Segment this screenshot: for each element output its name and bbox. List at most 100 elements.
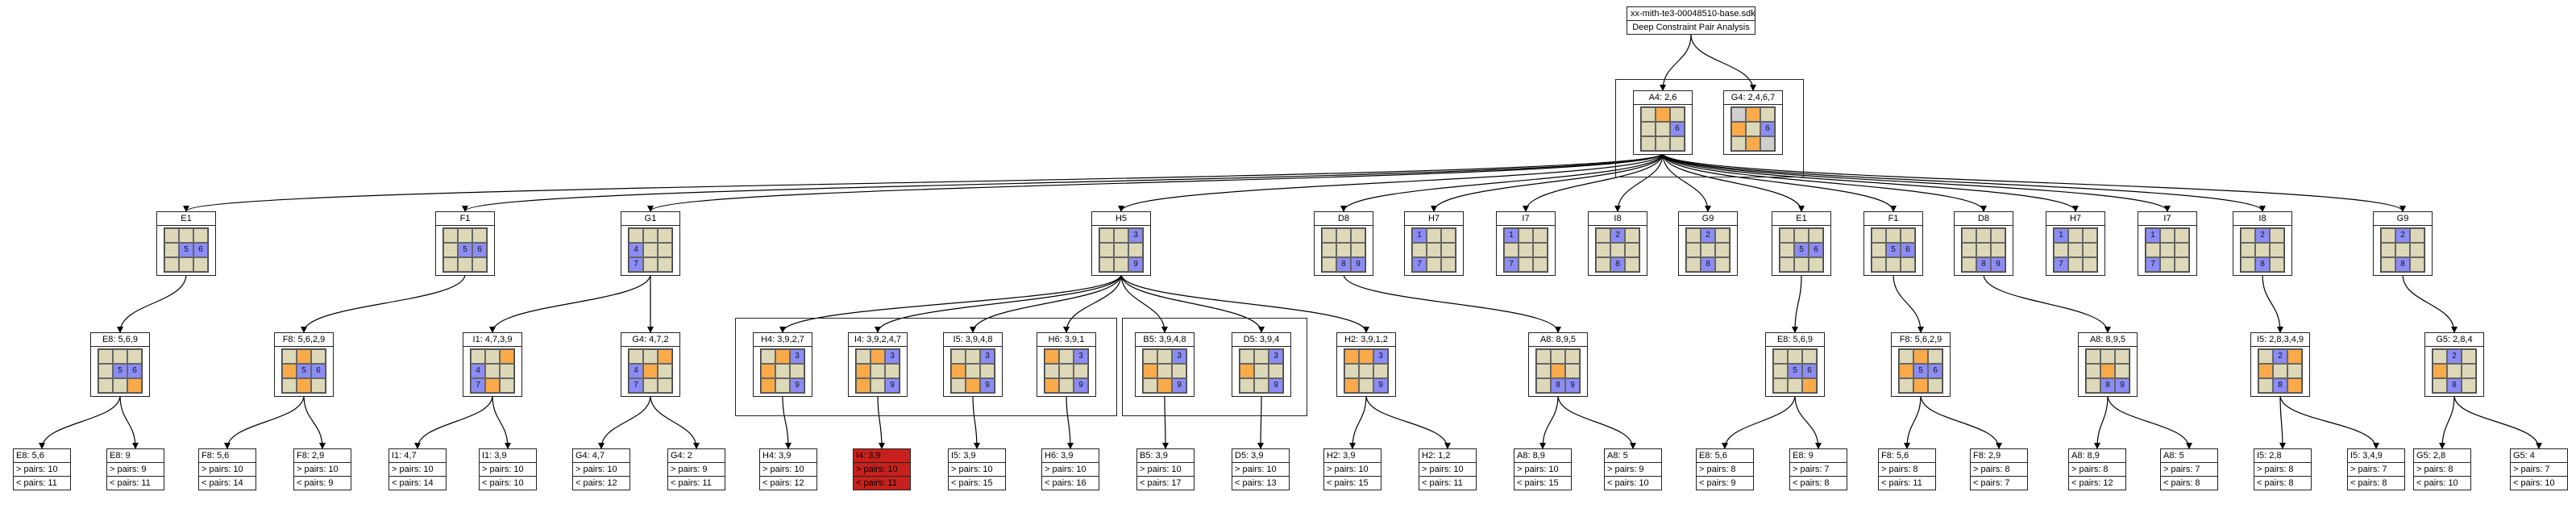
leaf-lt-pairs: < pairs: 9 [1699,478,1736,488]
tree-edge [1662,152,2079,212]
grid-cell [2115,364,2129,378]
grid-cell: 4 [629,243,643,257]
grid-cell [1596,257,1610,272]
leaf-title: H4: 3,9 [760,449,816,463]
grid-cell [2241,228,2255,243]
grid-cell [179,228,193,243]
grid-cell [311,378,326,393]
grid-cell [1656,107,1670,122]
grid-cell: 3 [1074,349,1088,364]
leaf-title: I5: 2,8 [2254,449,2311,463]
tree-edge [598,394,651,449]
grid-cell [2270,243,2284,257]
node-label: D8 [1315,212,1373,226]
grid-cell [500,378,514,393]
leaf-gt-pairs: > pairs: 10 [949,463,1005,477]
grid-cell [2270,257,2284,272]
grid-cell: 1 [2054,228,2068,243]
grid-cell [1128,243,1143,257]
leaf-node-l16: H2: 1,2> pairs: 10< pairs: 11 [1419,448,1477,490]
tree-edge [1983,273,2111,333]
leaf-gt-pairs: > pairs: 7 [2348,463,2404,477]
leaf-lt-pairs: < pairs: 11 [16,478,57,488]
leaf-gt-pairs: > pairs: 10 [389,463,446,477]
grid-cell [1344,364,1359,378]
leaf-gt-pairs: > pairs: 8 [1971,463,2027,477]
leaf-node-l26: I5: 3,4,9> pairs: 7< pairs: 8 [2347,448,2405,490]
grid-cell [1686,228,1701,243]
grid-cell: 6 [1760,122,1775,136]
leaf-lt-pairs: < pairs: 14 [202,478,243,488]
grid-cell [1809,228,1823,243]
grid-cell [458,257,472,272]
grid-cell [761,349,775,364]
grid-cell [1928,378,1942,393]
leaf-title: A8: 8,9 [1514,449,1571,463]
node-label: H7 [2046,212,2104,226]
grid-cell: 1 [1504,228,1519,243]
grid-cell [1746,122,1760,136]
node-label: F8: 5,6,2,9 [1892,333,1950,347]
leaf-title: F8: 5,6 [1879,449,1935,463]
grid-cell [1899,364,1913,378]
grid-cell: 8 [2100,378,2115,393]
leaf-gt-pairs: > pairs: 7 [1790,463,1847,477]
grid-cell: 9 [885,378,900,393]
leaf-lt-pairs: < pairs: 11 [671,478,712,488]
grid-cell: 8 [2395,257,2410,272]
leaf-lt-pairs: < pairs: 10 [1607,478,1649,488]
leaf-node-l22: F8: 2,9> pairs: 8< pairs: 7 [1970,448,2028,490]
leaf-node-l20: E8: 9> pairs: 7< pairs: 8 [1789,448,1847,490]
grid-cell [2395,243,2410,257]
leaf-node-l13: B5: 3,9> pairs: 10< pairs: 17 [1136,448,1195,490]
grid-cell [1157,364,1172,378]
tree-edge [1340,152,1664,212]
tree-edge [1066,394,1074,449]
grid-cell: 9 [790,378,804,393]
grid-cell [1519,243,1533,257]
tree-edge [647,152,1664,212]
grid-cell [1099,257,1114,272]
grid-cell [643,349,658,364]
node-label: B5: 3,9,4,8 [1136,333,1194,347]
grid-cell [1901,257,1915,272]
grid-cell [2175,228,2189,243]
grid-cell [282,349,297,364]
grid-cell [856,378,870,393]
grid-cell [1913,378,1928,393]
leaf-lt-pairs: < pairs: 11 [110,478,151,488]
leaf-node-l7: G4: 4,7> pairs: 10< pairs: 12 [572,448,630,490]
grid-cell [2381,243,2395,257]
grid-cell [966,349,980,364]
grid-cell [1886,257,1901,272]
tree-edge [1662,152,1987,212]
grid-cell [1780,228,1794,243]
leaf-node-l12: H6: 3,9> pairs: 10< pairs: 16 [1041,448,1099,490]
leaf-gt-pairs: > pairs: 10 [1137,463,1194,477]
grid-cell [870,349,885,364]
leaf-node-l6: I1: 3,9> pairs: 10< pairs: 10 [479,448,537,490]
leaf-node-l9: H4: 3,9> pairs: 10< pairs: 12 [759,448,817,490]
grid-cell [2086,349,2100,364]
grid-cell: 7 [471,378,485,393]
grid-cell [1359,349,1373,364]
tree-edge [1792,273,1802,333]
grid-cell [2160,243,2175,257]
grid-cell: 2 [2447,349,2462,364]
cluster-h5-right [1122,318,1307,416]
grid-cell [1045,364,1059,378]
grid-cell [500,349,514,364]
